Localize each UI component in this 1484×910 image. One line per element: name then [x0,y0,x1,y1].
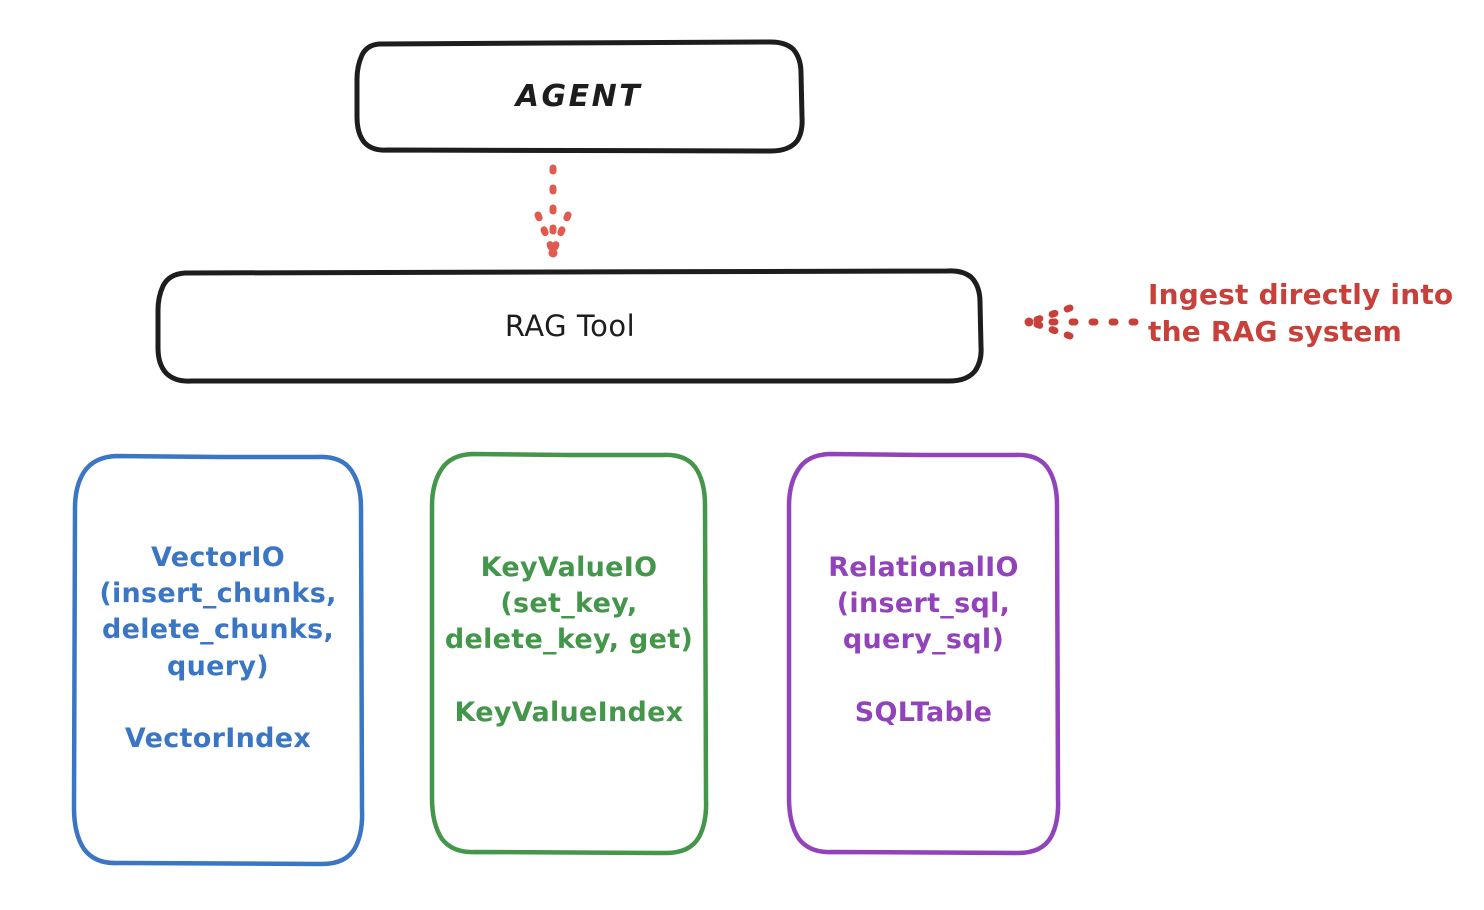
node-key-value-io[interactable]: KeyValueIO (set_key, delete_key, get) Ke… [428,450,710,856]
node-agent[interactable]: AGENT [353,39,805,154]
agent-label: AGENT [515,78,643,114]
relational-io-box-outline [786,451,1061,856]
ingest-annotation-label: Ingest directly into the RAG system [1148,278,1454,349]
key-value-io-box-outline [429,451,709,856]
vector-io-box-outline [71,453,365,867]
relational-io-label: RelationalIO (insert_sql, query_sql) SQL… [828,552,1019,728]
rag-tool-box-outline [155,268,984,384]
agent-box-outline [354,39,805,154]
node-vector-io[interactable]: VectorIO (insert_chunks, delete_chunks, … [70,452,366,868]
node-rag-tool[interactable]: RAG Tool [155,268,985,384]
node-relational-io[interactable]: RelationalIO (insert_sql, query_sql) SQL… [785,450,1062,856]
vector-io-label: VectorIO (insert_chunks, delete_chunks, … [99,542,337,754]
key-value-io-label: KeyValueIO (set_key, delete_key, get) Ke… [444,552,694,728]
rag-tool-label: RAG Tool [504,308,636,343]
connector-agent-to-rag-tool [534,164,572,258]
connector-ingest-to-rag-tool [1024,304,1139,340]
